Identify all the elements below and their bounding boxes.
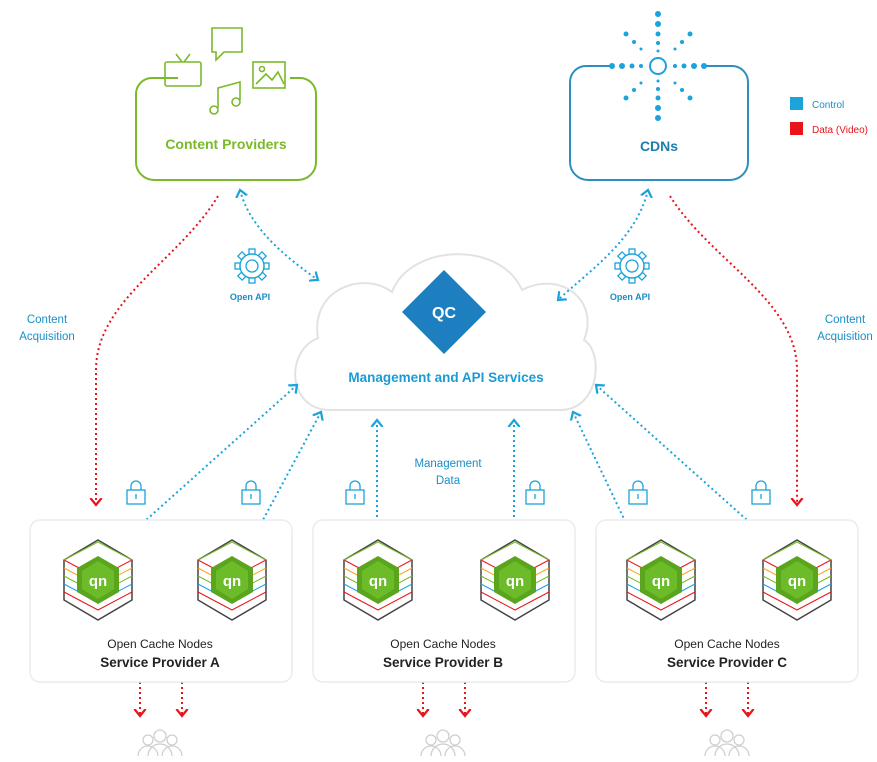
lock-icon [126, 480, 146, 505]
qc-logo: QC [402, 270, 486, 354]
gear-icon [234, 248, 270, 284]
lock-icon [628, 480, 648, 505]
legend-data-label: Data (Video) [812, 125, 868, 136]
management-data-line1: Management [414, 458, 482, 470]
content-providers-label: Content Providers [165, 136, 287, 152]
burst-icon [609, 11, 707, 121]
data-arrow-content-acquisition-right [669, 195, 797, 505]
image-icon [252, 61, 286, 89]
legend-data-swatch [790, 122, 803, 135]
legend-control-label: Control [812, 100, 844, 111]
lock-icon [751, 480, 771, 505]
provider-c-name: Service Provider C [667, 655, 787, 670]
content-acquisition-right-line1: Content [825, 314, 866, 326]
provider-panel-a: qn qn Open Cache Nodes Service Provider … [29, 519, 293, 683]
provider-a-name: Service Provider A [100, 655, 220, 670]
node-logo-text: qn [652, 573, 670, 590]
users-icon [704, 729, 750, 757]
content-providers-box: Content Providers [135, 27, 317, 181]
open-api-right-label: Open API [610, 292, 650, 302]
users-icon [420, 729, 466, 757]
lock-icon [241, 480, 261, 505]
management-data-line2: Data [436, 475, 461, 487]
control-arrow-content-providers [240, 190, 318, 280]
node-logo-text: qn [506, 573, 524, 590]
lock-icon [345, 480, 365, 505]
legend: Control Data (Video) [790, 97, 868, 136]
music-icon [209, 80, 241, 115]
cloud-label: Management and API Services [348, 370, 543, 385]
node-logo-text: qn [788, 573, 806, 590]
cdns-label: CDNs [640, 138, 678, 154]
data-arrow-content-acquisition-left [96, 195, 219, 505]
users-icon [137, 729, 183, 757]
control-arrow-c2 [596, 385, 776, 546]
provider-b-nodes-label: Open Cache Nodes [390, 637, 495, 651]
content-acquisition-left-line1: Content [27, 314, 68, 326]
provider-a-nodes-label: Open Cache Nodes [107, 637, 212, 651]
open-api-left-label: Open API [230, 292, 270, 302]
tv-icon [164, 53, 202, 87]
content-acquisition-left-line2: Acquisition [19, 331, 75, 343]
node-logo-text: qn [223, 573, 241, 590]
provider-c-nodes-label: Open Cache Nodes [674, 637, 779, 651]
qc-logo-text: QC [432, 305, 456, 322]
node-logo-text: qn [369, 573, 387, 590]
management-cloud: QC Management and API Services [294, 253, 597, 411]
lock-icon [525, 480, 545, 505]
content-acquisition-right-line2: Acquisition [817, 331, 873, 343]
gear-icon [614, 248, 650, 284]
node-logo-text: qn [89, 573, 107, 590]
cdns-box: CDNs [569, 11, 749, 181]
legend-control-swatch [790, 97, 803, 110]
provider-b-name: Service Provider B [383, 655, 503, 670]
data-arrows [96, 195, 797, 716]
chat-icon [211, 27, 243, 62]
provider-panel-c: qn qn Open Cache Nodes Service Provider … [595, 519, 859, 683]
provider-panel-b: qn qn Open Cache Nodes Service Provider … [312, 519, 576, 683]
